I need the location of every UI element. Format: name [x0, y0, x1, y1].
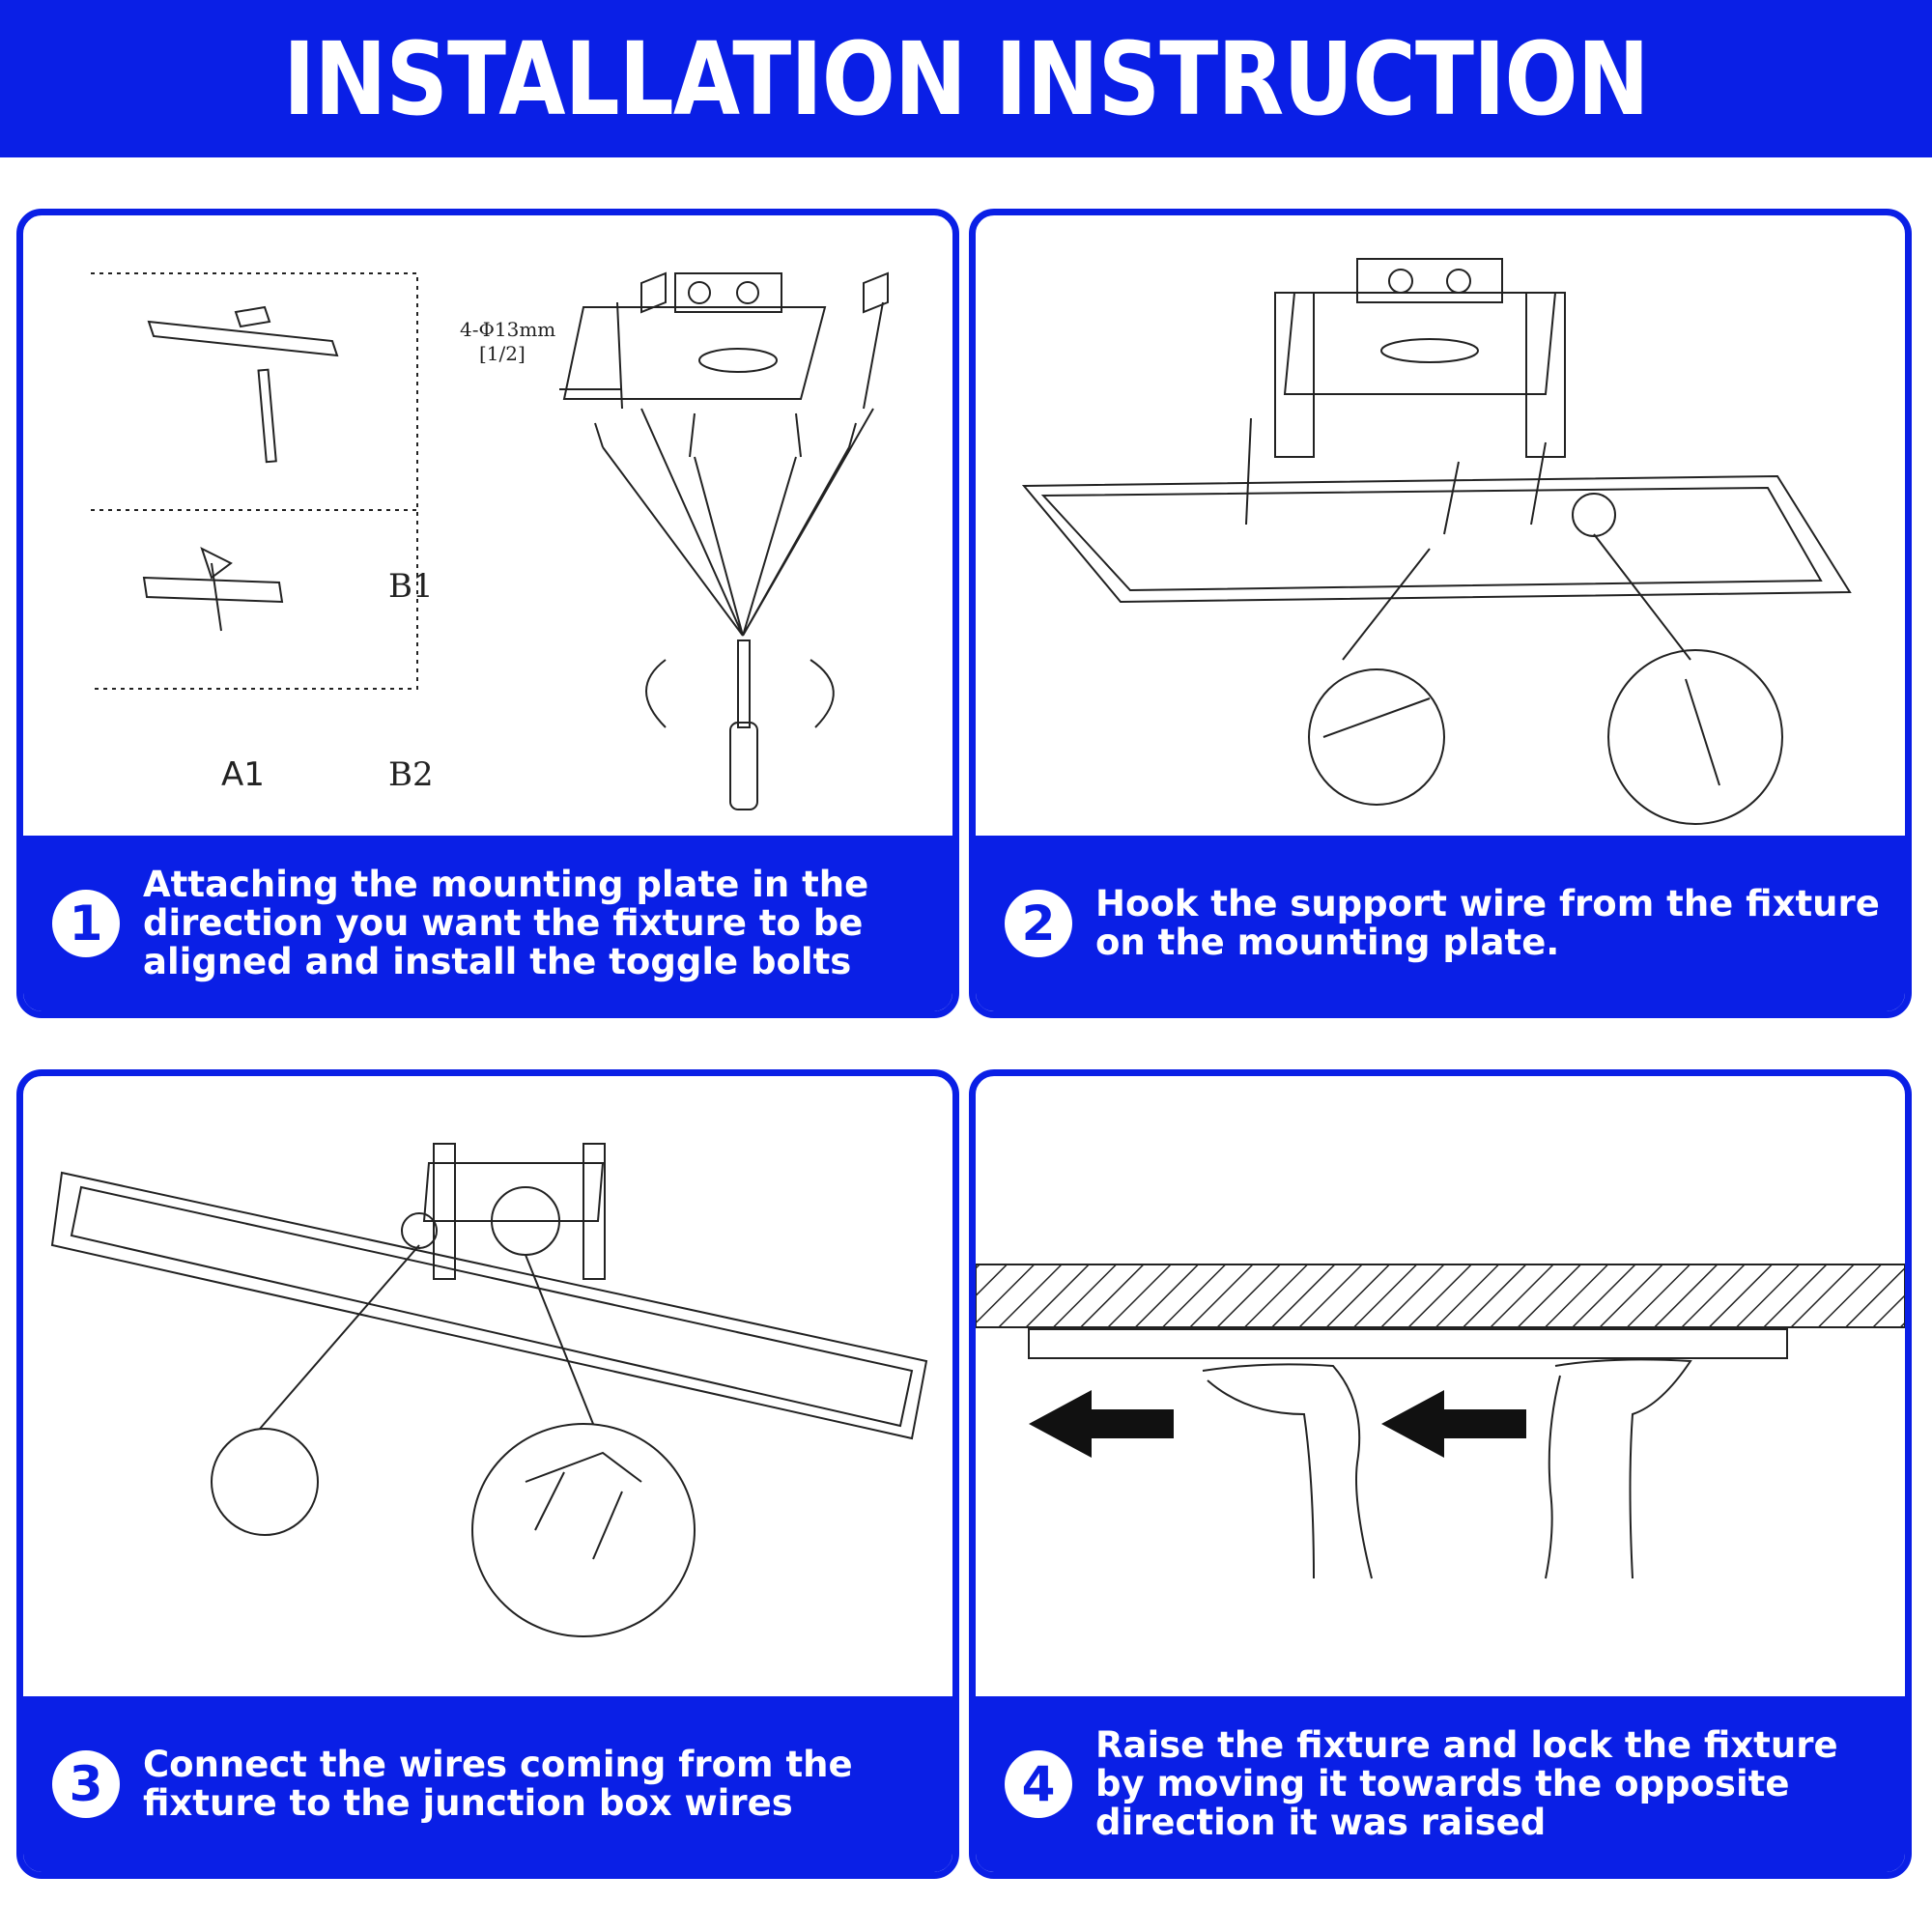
step-3-panel: 3 Connect the wires coming from the fixt…	[16, 1069, 959, 1879]
step-1-caption: 1 Attaching the mounting plate in the di…	[23, 836, 952, 1011]
step-number-badge: 4	[1005, 1750, 1072, 1818]
step-3-caption: 3 Connect the wires coming from the fixt…	[23, 1696, 952, 1872]
label-dimension-inches: [1/2]	[479, 342, 526, 365]
step-4-panel: 4 Raise the fixture and lock the fixture…	[969, 1069, 1912, 1879]
label-b2: B2	[388, 755, 434, 794]
label-a1: A1	[221, 755, 265, 794]
page-title: INSTALLATION INSTRUCTION	[283, 19, 1649, 138]
step-1-text: Attaching the mounting plate in the dire…	[143, 864, 869, 982]
step-3-text: Connect the wires coming from the fixtur…	[143, 1744, 853, 1824]
step-number-badge: 3	[52, 1750, 120, 1818]
step-2-caption: 2 Hook the support wire from the fixture…	[976, 836, 1905, 1011]
step-number-badge: 2	[1005, 890, 1072, 957]
step-4-caption: 4 Raise the fixture and lock the fixture…	[976, 1696, 1905, 1872]
step-2-text: Hook the support wire from the fixture o…	[1095, 883, 1880, 963]
step-3-illustration	[50, 1143, 928, 1637]
step-2-panel: 2 Hook the support wire from the fixture…	[969, 209, 1912, 1018]
step-4-illustration	[976, 1264, 1905, 1579]
header-banner: INSTALLATION INSTRUCTION	[0, 0, 1932, 157]
step-1-panel: B1 B2 A1 4-Φ13mm [1/2] 1 Attaching the m…	[16, 209, 959, 1018]
step-number-badge: 1	[52, 890, 120, 957]
step-1-illustration: B1 B2 A1 4-Φ13mm [1/2]	[91, 271, 889, 810]
label-dimension: 4-Φ13mm	[460, 318, 555, 341]
step-4-text: Raise the fixture and lock the fixture b…	[1095, 1724, 1838, 1843]
label-b1: B1	[388, 567, 434, 606]
step-2-illustration	[1021, 258, 1852, 825]
